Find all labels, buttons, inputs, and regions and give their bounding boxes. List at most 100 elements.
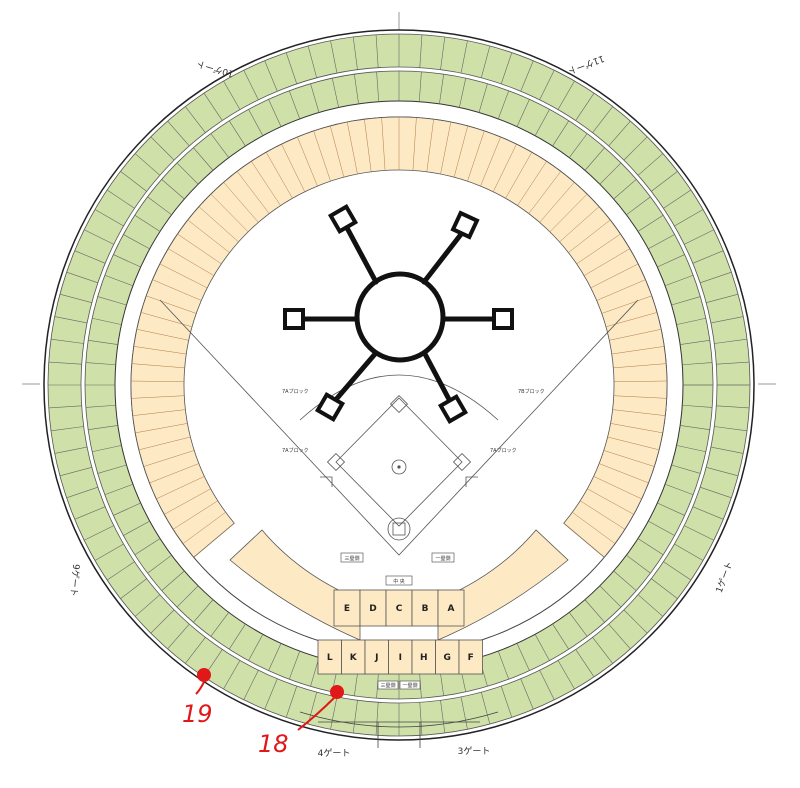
seat-divider — [133, 346, 187, 355]
seat-divider — [331, 78, 339, 108]
seat-divider — [74, 250, 106, 264]
seat-divider — [460, 40, 468, 74]
seat-divider — [228, 120, 246, 147]
seat-divider — [177, 233, 222, 265]
seat-divider — [223, 182, 259, 223]
seat-divider — [66, 271, 98, 284]
seat-divider — [193, 599, 214, 623]
seat-divider — [66, 486, 98, 499]
seat-block-letter: B — [422, 604, 429, 614]
seat-divider — [313, 130, 331, 182]
seat-divider — [467, 130, 485, 182]
seat-divider — [251, 161, 281, 206]
seat-divider — [623, 136, 648, 161]
seat-divider — [307, 692, 317, 725]
seat-divider — [575, 649, 595, 678]
seat-divider — [346, 122, 358, 175]
marker-19[interactable]: 19 — [182, 668, 213, 728]
seat-divider — [120, 578, 147, 599]
seat-divider — [500, 52, 513, 84]
marker-annotations: 19 18 — [182, 668, 344, 758]
seat-divider — [528, 171, 562, 214]
block-left-lower-label: 7Aブロック — [282, 447, 309, 454]
seat-divider — [459, 78, 467, 108]
seat-divider — [671, 464, 701, 474]
seat-divider — [557, 80, 575, 110]
seat-divider — [120, 171, 147, 192]
seat-block — [385, 589, 413, 627]
seat-divider — [481, 45, 491, 78]
seat-divider — [131, 395, 185, 399]
seat-divider — [264, 60, 278, 92]
block-right-lower-label: 7Aブロック — [490, 447, 517, 454]
seat-divider — [167, 623, 190, 650]
seat-divider — [243, 70, 259, 100]
seat-divider — [84, 229, 114, 245]
seat-divider — [150, 136, 175, 161]
seat-divider — [549, 193, 588, 233]
gate-10-label: 10ゲート — [195, 58, 235, 81]
seat-divider — [92, 445, 122, 453]
seat-divider — [352, 700, 358, 734]
seat-divider — [210, 612, 230, 637]
seat-divider — [48, 361, 82, 365]
seat-block — [333, 589, 361, 627]
marker-18[interactable]: 18 — [258, 685, 344, 758]
seat-divider — [131, 363, 185, 369]
seat-divider — [54, 446, 88, 454]
seat-divider — [92, 317, 122, 325]
seat-divider — [138, 436, 191, 451]
seat-divider — [134, 538, 161, 556]
seat-block-letter: D — [369, 604, 376, 614]
seat-divider — [682, 404, 713, 408]
seat-divider — [223, 660, 241, 690]
seat-divider — [123, 520, 150, 536]
seat-divider — [599, 585, 622, 608]
seat-divider — [680, 425, 710, 430]
seat-divider — [592, 106, 613, 133]
seat-divider — [268, 643, 282, 671]
seat-divider — [198, 206, 239, 243]
seat-divider — [664, 483, 694, 496]
gate-11-label: 11ゲート — [566, 53, 606, 77]
seat-block-letter: I — [399, 653, 402, 663]
seat-divider — [50, 426, 84, 432]
seat-divider — [575, 92, 595, 121]
seat-divider — [236, 171, 270, 214]
seat-divider — [176, 162, 199, 185]
seat-divider — [563, 523, 605, 558]
seat-divider — [603, 450, 655, 467]
seat-divider — [676, 317, 706, 325]
seat-block-letter: K — [350, 653, 358, 663]
seat-divider — [583, 248, 630, 276]
seat-divider — [161, 179, 185, 200]
seat-divider — [354, 74, 359, 104]
seat-divider — [572, 512, 616, 544]
seat-divider — [123, 234, 150, 250]
seat-divider — [310, 83, 320, 113]
seat-divider — [440, 122, 452, 175]
seat-divider — [480, 136, 501, 187]
seat-divider — [552, 623, 570, 650]
seat-divider — [599, 463, 649, 484]
seat-divider — [143, 450, 195, 467]
seat-block-letter: J — [374, 653, 378, 663]
seat-divider — [539, 70, 555, 100]
seat-divider — [516, 643, 530, 671]
seat-divider — [375, 702, 379, 736]
seat-divider — [285, 686, 298, 718]
seat-divider — [682, 362, 713, 366]
seat-divider — [288, 650, 301, 680]
seat-divider — [94, 209, 124, 227]
seat-divider — [520, 678, 534, 710]
seat-divider — [684, 525, 714, 541]
seat-divider — [136, 329, 189, 341]
seat-divider — [590, 263, 639, 289]
seat-divider — [657, 254, 685, 268]
seat-divider — [706, 467, 739, 477]
seat-divider — [330, 696, 338, 730]
gate-1-label: 1ゲート — [713, 560, 735, 595]
seat-divider — [135, 423, 188, 434]
seat-divider — [48, 405, 82, 409]
